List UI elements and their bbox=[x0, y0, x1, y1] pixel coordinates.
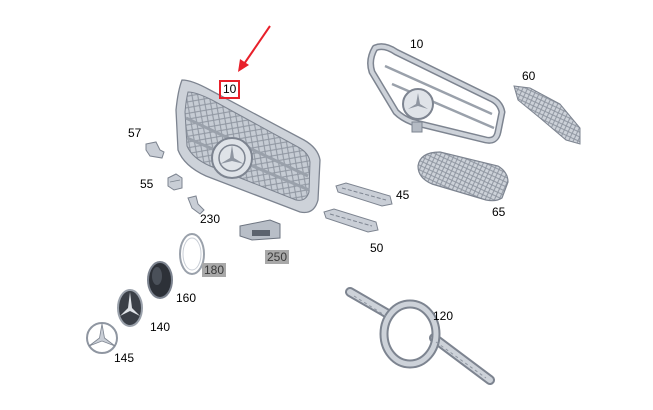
callout-trim-lower[interactable]: 50 bbox=[370, 241, 384, 255]
callout-emblem-ring[interactable]: 180 bbox=[202, 263, 227, 277]
emblem-dark[interactable] bbox=[147, 261, 173, 299]
trim-upper[interactable] bbox=[335, 182, 393, 207]
callout-emblem-star-dark[interactable]: 140 bbox=[150, 320, 171, 334]
callout-sensor-cover[interactable]: 250 bbox=[265, 250, 290, 264]
sensor-cover[interactable] bbox=[239, 219, 281, 241]
callout-mount[interactable]: 230 bbox=[200, 212, 221, 226]
callout-emblem-star[interactable]: 145 bbox=[114, 351, 135, 365]
callout-emblem-dark[interactable]: 160 bbox=[176, 291, 197, 305]
callout-lower-grille-center[interactable]: 65 bbox=[492, 205, 506, 219]
lower-grille-side[interactable] bbox=[513, 85, 581, 145]
mount[interactable] bbox=[187, 195, 205, 215]
lower-grille-center[interactable] bbox=[417, 151, 509, 202]
alt-grille[interactable] bbox=[367, 43, 506, 144]
callout-lower-grille-side[interactable]: 60 bbox=[522, 69, 536, 83]
emblem-star-dark[interactable] bbox=[117, 289, 143, 327]
emblem-star[interactable] bbox=[86, 322, 118, 354]
callout-front-frame[interactable]: 120 bbox=[433, 309, 454, 323]
callout-trim-upper[interactable]: 45 bbox=[396, 188, 410, 202]
front-frame[interactable] bbox=[345, 287, 495, 385]
trim-lower[interactable] bbox=[323, 208, 379, 233]
callout-clip[interactable]: 55 bbox=[140, 177, 154, 191]
clip[interactable] bbox=[167, 173, 183, 191]
red-arrow-icon bbox=[238, 25, 271, 72]
callout-grille-alt[interactable]: 10 bbox=[410, 37, 424, 51]
bracket[interactable] bbox=[145, 141, 165, 159]
callout-bracket[interactable]: 57 bbox=[128, 126, 142, 140]
callout-grille-main[interactable]: 10 bbox=[219, 80, 241, 99]
emblem-ring[interactable] bbox=[179, 233, 205, 275]
main-grille[interactable] bbox=[175, 79, 321, 214]
